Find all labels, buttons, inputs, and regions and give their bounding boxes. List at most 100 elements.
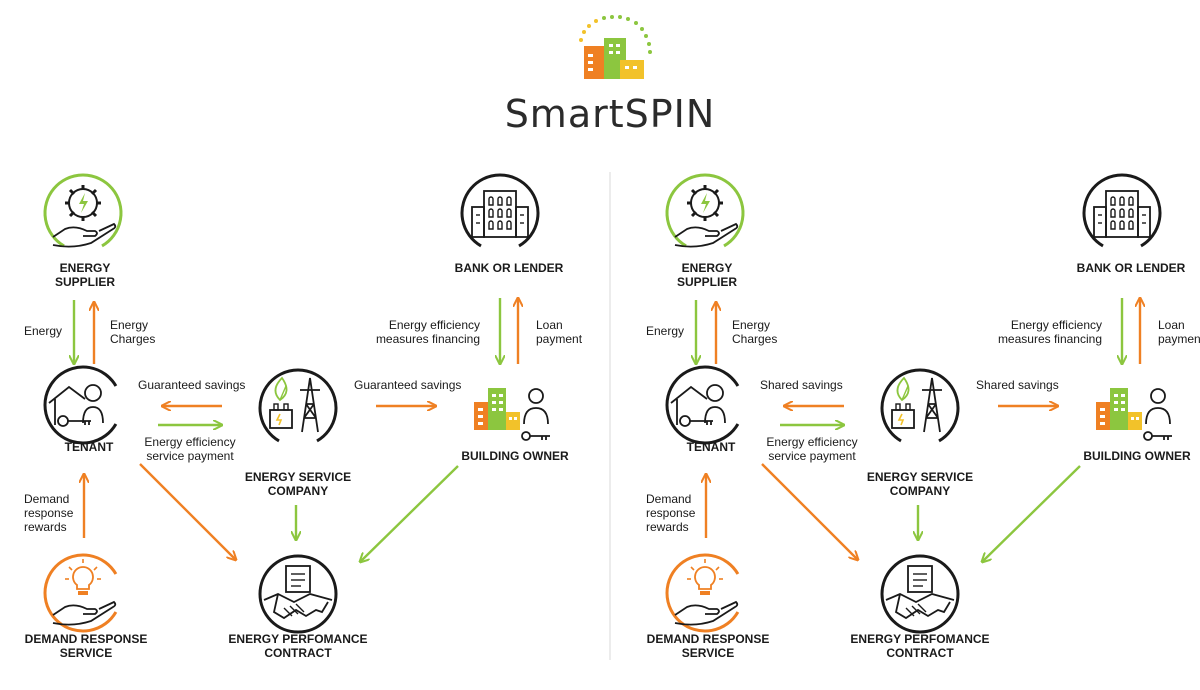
tenant-node [43,365,118,445]
tenant-icon [670,384,726,427]
logo-buildings [584,38,644,79]
owner-savings-label: Guaranteed savings [354,378,461,392]
ee-financing-label-line: Energy efficiency [389,318,480,332]
epc-icon [263,565,333,619]
loan-payment-label-line: payment [536,332,583,346]
epc-label-line: ENERGY PERFOMANCE [850,632,989,646]
epc-node-ring [258,554,338,634]
energy-charges-label-line: Energy [732,318,770,332]
tenant-savings-label: Shared savings [760,378,843,392]
owner-savings-label-line: Shared savings [976,378,1059,392]
energy-supplier-node-ring [43,173,123,248]
esco-icon [891,377,943,433]
bank-label: BANK OR LENDER [1077,261,1186,275]
demand-response-node [43,553,118,633]
tenant-epc-arrow [761,463,858,560]
esco-label-line: COMPANY [890,484,950,498]
brand-name: SmartSPIN [505,92,716,136]
energy-supplier-icon [51,183,117,249]
esco-node [258,368,338,443]
energy-supplier-label-line: ENERGY [682,261,733,275]
logo-dots [579,15,652,54]
bank-node-ring [1082,173,1162,248]
demand-response-node-ring [43,553,118,633]
energy-charges-label-line: Charges [732,332,777,346]
loan-payment-label-line: payment [1158,332,1200,346]
tenant-icon [48,384,104,427]
epc-node [880,554,960,634]
owner-epc-arrow [982,465,1081,562]
esco-label-line: ENERGY SERVICE [245,470,351,484]
tenant-savings-label-line: Shared savings [760,378,843,392]
dr-rewards-label-line: rewards [24,520,67,534]
dr-rewards-label-line: rewards [646,520,689,534]
dr-rewards-label-line: response [24,506,74,520]
bank-node-ring [460,173,540,248]
tenant-savings-label: Guaranteed savings [138,378,245,392]
ee-service-payment-label-line: Energy efficiency [144,435,235,449]
esco-label-line: ENERGY SERVICE [867,470,973,484]
demand-response-label-line: SERVICE [60,646,112,660]
energy-charges-label-line: Charges [110,332,155,346]
demand-response-icon [52,558,117,626]
bank-label-line: BANK OR LENDER [1077,261,1186,275]
epc-label-line: CONTRACT [886,646,954,660]
demand-response-icon [674,558,739,626]
bank-label-line: BANK OR LENDER [455,261,564,275]
bank-node [460,173,540,248]
bank-icon [1093,190,1151,238]
owner-savings-label: Shared savings [976,378,1059,392]
building-owner-label: BUILDING OWNER [1083,449,1191,463]
building-owner-label-line: BUILDING OWNER [461,449,569,463]
esco-node-ring [258,368,338,443]
tenant-label-line: TENANT [687,440,736,454]
epc-label-line: ENERGY PERFOMANCE [228,632,367,646]
tenant-label: TENANT [65,440,114,454]
energy-label: Energy [646,324,684,338]
dr-rewards-label-line: Demand [646,492,691,506]
demand-response-node-ring [665,553,740,633]
energy-supplier-node [665,173,745,249]
loan-payment-label-line: Loan [536,318,563,332]
epc-node-ring [880,554,960,634]
loan-payment-label-line: Loan [1158,318,1185,332]
building-owner-icon [473,387,551,441]
tenant-epc-arrow [139,463,236,560]
demand-response-label-line: DEMAND RESPONSE [647,632,770,646]
energy-label-line: Energy [646,324,684,338]
ee-service-payment-label-line: service payment [146,449,234,463]
energy-supplier-label-line: ENERGY [60,261,111,275]
esco-node-ring [880,368,960,443]
dr-rewards-label-line: response [646,506,696,520]
tenant-node [665,365,740,445]
ee-financing-label-line: measures financing [998,332,1102,346]
energy-supplier-node-ring [665,173,745,248]
smartspin-logo: SmartSPIN [505,15,716,136]
ee-financing-label-line: measures financing [376,332,480,346]
demand-response-label-line: DEMAND RESPONSE [25,632,148,646]
esco-icon [269,377,321,433]
energy-supplier-icon [673,183,739,249]
owner-savings-label-line: Guaranteed savings [354,378,461,392]
epc-label-line: CONTRACT [264,646,332,660]
tenant-node-ring [43,365,118,445]
energy-supplier-node [43,173,123,249]
demand-response-label-line: SERVICE [682,646,734,660]
esco-node [880,368,960,443]
epc-node [258,554,338,634]
tenant-label: TENANT [687,440,736,454]
energy-label-line: Energy [24,324,62,338]
energy-label: Energy [24,324,62,338]
